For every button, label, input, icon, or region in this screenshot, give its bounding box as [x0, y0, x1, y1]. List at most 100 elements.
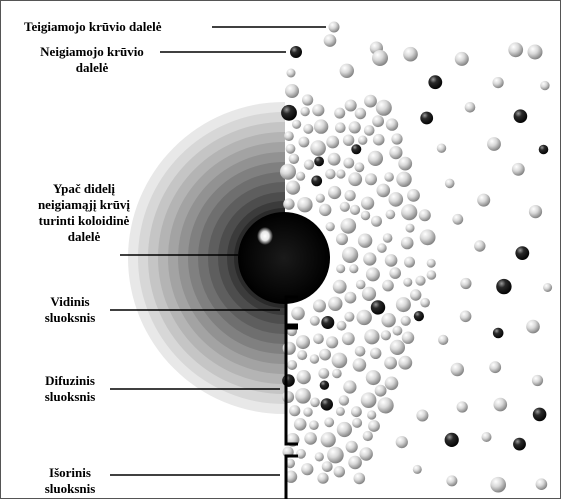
positive-particle — [372, 50, 388, 66]
positive-particle — [287, 360, 298, 370]
positive-particle — [492, 77, 504, 89]
positive-particle — [303, 123, 314, 134]
negative-particle — [311, 175, 323, 187]
positive-particle — [301, 463, 314, 476]
negative-particle — [351, 144, 362, 155]
positive-particle — [348, 121, 361, 134]
colloid-highlight — [257, 227, 273, 245]
positive-particle — [340, 218, 357, 234]
positive-particle — [396, 171, 412, 187]
positive-particle — [318, 368, 330, 379]
positive-particle — [309, 315, 320, 326]
positive-particle — [389, 339, 405, 355]
negative-particle — [492, 327, 504, 339]
positive-particle — [297, 350, 308, 361]
colloid-particle — [238, 212, 330, 304]
positive-particle — [375, 99, 392, 116]
positive-particle — [389, 146, 403, 160]
positive-particle — [349, 204, 361, 215]
positive-particle — [365, 267, 380, 282]
positive-particle — [377, 243, 387, 253]
positive-particle — [356, 309, 372, 326]
positive-particle — [535, 478, 548, 491]
positive-particle — [456, 401, 468, 413]
bracket-outer — [284, 454, 298, 499]
negative-particle — [496, 278, 512, 295]
positive-particle — [300, 106, 310, 117]
positive-particle — [474, 240, 486, 252]
negative-particle — [444, 432, 459, 447]
positive-particle — [412, 464, 422, 474]
positive-particle — [370, 347, 382, 359]
label-diffuse-layer: Difuzinis sluoksnis — [44, 373, 96, 404]
positive-particle — [343, 380, 357, 394]
positive-particle — [336, 421, 352, 438]
positive-particle — [323, 34, 337, 47]
positive-particle — [309, 420, 319, 431]
positive-particle — [392, 325, 403, 336]
negative-particle — [513, 437, 526, 451]
positive-particle — [343, 157, 355, 169]
positive-particle — [531, 374, 544, 387]
positive-particle — [384, 356, 397, 370]
positive-particle — [313, 299, 326, 313]
positive-particle — [357, 233, 373, 248]
negative-particle — [370, 300, 386, 315]
positive-particle — [288, 153, 300, 164]
positive-particle — [416, 409, 429, 422]
positive-particle — [289, 405, 301, 417]
positive-particle — [339, 63, 354, 78]
positive-particle — [297, 197, 313, 213]
positive-particle — [283, 198, 295, 210]
label-colloid-particle: Ypač didelį neigiamąjį krūvį turinti kol… — [37, 181, 131, 244]
positive-particle — [345, 440, 358, 453]
positive-particle — [426, 270, 437, 280]
positive-particle — [395, 297, 411, 313]
positive-particle — [302, 94, 314, 106]
layer-brackets — [284, 295, 298, 499]
positive-particle — [419, 229, 436, 246]
negative-particle — [319, 380, 330, 390]
positive-particle — [426, 258, 436, 268]
positive-particle — [319, 203, 332, 217]
positive-particle — [293, 418, 307, 431]
positive-particle — [363, 125, 375, 136]
positive-particle — [361, 286, 377, 301]
negative-particle — [320, 398, 333, 411]
positive-particle — [438, 334, 449, 345]
positive-particle — [543, 283, 553, 292]
positive-particle — [344, 190, 356, 202]
positive-particle — [336, 233, 348, 246]
positive-particle — [526, 319, 540, 334]
positive-particle — [405, 223, 415, 233]
positive-particle — [493, 397, 508, 412]
positive-particle — [298, 136, 310, 148]
positive-particle — [312, 104, 325, 117]
positive-particle — [336, 320, 347, 331]
positive-particle — [361, 196, 375, 210]
negative-particle — [515, 246, 530, 260]
positive-particle — [296, 171, 306, 181]
positive-particle — [358, 135, 368, 145]
positive-particle — [365, 370, 381, 386]
label-positive-particle: Teigiamojo krūvio dalelė — [24, 19, 162, 34]
positive-particle — [342, 246, 359, 263]
positive-particle — [351, 406, 362, 418]
positive-particle — [339, 201, 350, 212]
positive-particle — [303, 407, 313, 417]
positive-particle — [328, 21, 340, 33]
positive-particle — [372, 133, 385, 146]
positive-particle — [348, 455, 362, 470]
positive-particle — [285, 143, 296, 154]
positive-particle — [354, 107, 367, 120]
bracket-inner — [284, 295, 298, 327]
positive-particle — [338, 395, 350, 406]
positive-particle — [385, 118, 399, 131]
positive-particle — [321, 461, 333, 472]
positive-particle — [326, 135, 340, 149]
leader-lines — [110, 26, 326, 476]
positive-particle — [344, 99, 357, 112]
positive-particle — [362, 430, 373, 442]
positive-particle — [284, 131, 294, 142]
positive-particle — [360, 210, 371, 221]
